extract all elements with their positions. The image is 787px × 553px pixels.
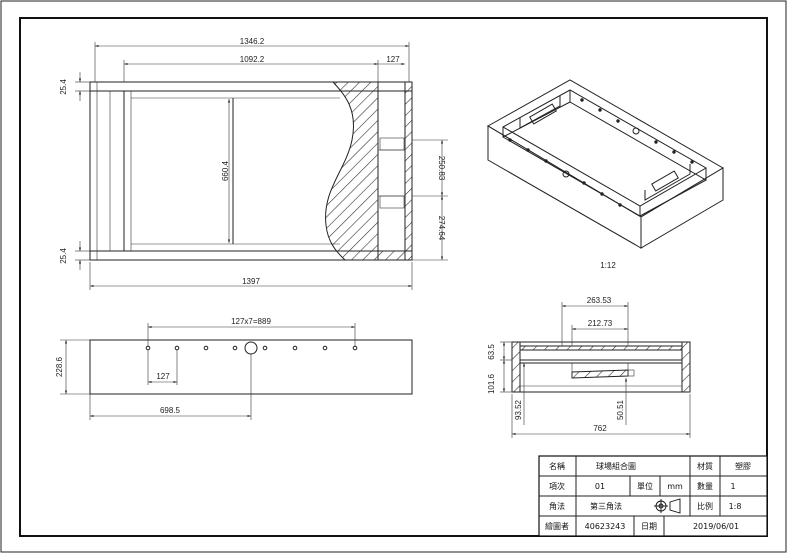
section-view <box>511 341 691 393</box>
tb-qty-label: 數量 <box>697 481 713 491</box>
front-view-dimensions: 127x7=889 127 698.5 228.6 <box>55 317 356 420</box>
tb-angle-value: 第三角法 <box>590 501 622 511</box>
dim-depth: 660.4 <box>221 160 230 181</box>
dim-section-inner-width: 212.73 <box>588 319 613 328</box>
tb-date-value: 2019/06/01 <box>693 522 739 531</box>
title-block <box>538 455 768 537</box>
top-view-dimensions: 1346.2 1092.2 127 25.4 25.4 660.4 1397 2… <box>59 37 448 290</box>
tb-scale-value: 1:8 <box>729 502 742 511</box>
tb-drawer-label: 繪圖者 <box>545 521 569 531</box>
dim-height: 228.6 <box>55 356 64 377</box>
dim-section-total-height: 93.52 <box>514 399 523 420</box>
tb-item-label: 項次 <box>549 481 565 491</box>
dim-outer-width: 1397 <box>242 277 260 286</box>
dim-inner-width: 1092.2 <box>240 55 265 64</box>
top-view <box>89 81 413 261</box>
tb-material-value: 塑膠 <box>735 462 751 471</box>
tb-unit-value: mm <box>667 482 683 491</box>
dim-section-width: 762 <box>593 424 607 433</box>
tb-material-label: 材質 <box>697 461 713 471</box>
dim-rail-width: 127 <box>386 55 400 64</box>
tb-qty-value: 1 <box>730 482 735 491</box>
tb-date-label: 日期 <box>641 522 657 531</box>
dim-center-hole: 698.5 <box>160 406 181 415</box>
isometric-view <box>487 79 724 249</box>
tb-item-value: 01 <box>595 482 605 491</box>
third-angle-projection-icon <box>654 498 681 514</box>
inner-border <box>19 17 768 537</box>
dim-overall-width: 1346.2 <box>240 37 265 46</box>
dim-section-slot-depth: 50.51 <box>616 399 625 420</box>
tb-unit-label: 單位 <box>637 481 653 491</box>
tb-scale-label: 比例 <box>697 501 713 511</box>
dim-section-lower-height: 101.6 <box>487 373 496 394</box>
dim-rail-top: 25.4 <box>59 79 68 95</box>
tb-name-label: 名稱 <box>549 461 565 471</box>
tb-name-value: 球場組合圖 <box>596 461 636 471</box>
tb-angle-label: 角法 <box>549 501 565 511</box>
iso-scale-label: 1:12 <box>600 261 616 270</box>
dim-section-upper-height: 63.5 <box>487 344 496 360</box>
dim-pocket-a: 250.83 <box>437 156 446 181</box>
dim-pocket-b: 274.64 <box>437 216 446 241</box>
dim-hole-spacing: 127x7=889 <box>231 317 271 326</box>
dim-section-top-width: 263.53 <box>587 296 612 305</box>
dim-first-hole: 127 <box>156 372 170 381</box>
section-view-dimensions: 263.53 212.73 63.5 101.6 93.52 50.51 762 <box>487 296 691 438</box>
dim-rail-bottom: 25.4 <box>59 248 68 264</box>
tb-drawer-value: 40623243 <box>585 522 626 531</box>
